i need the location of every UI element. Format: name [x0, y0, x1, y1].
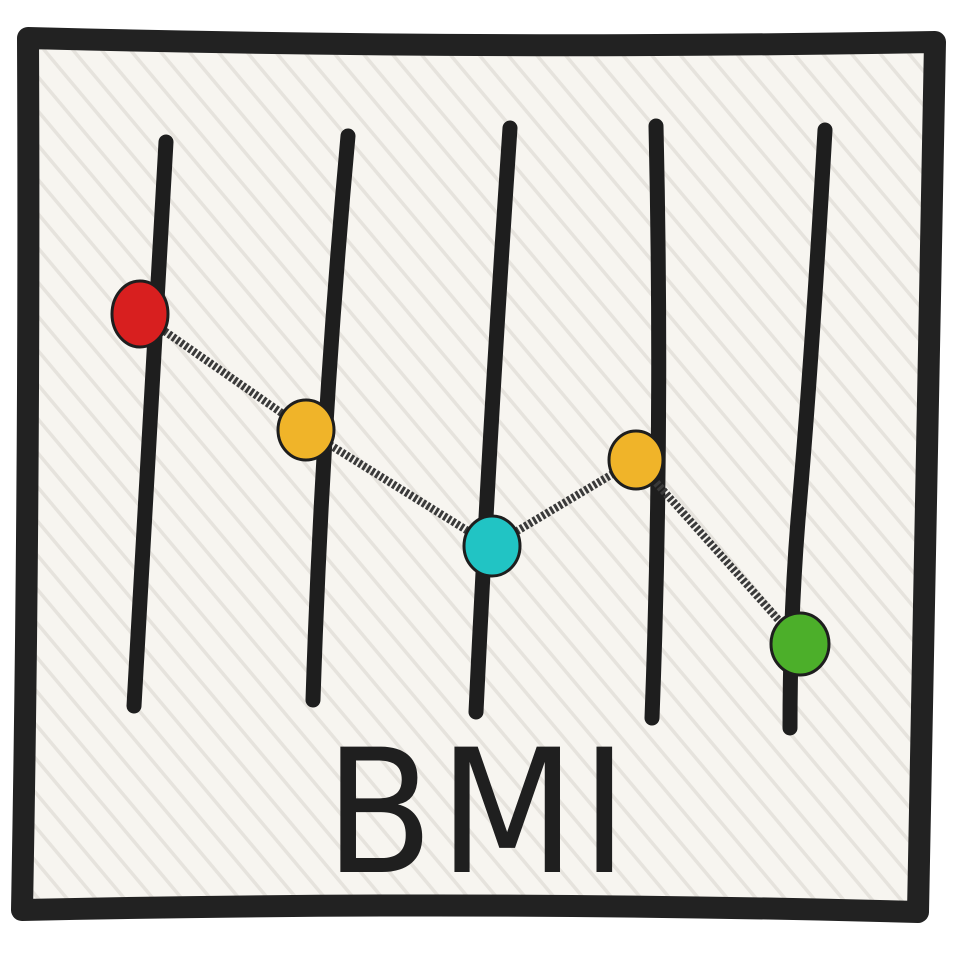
point-yellow-2: [607, 429, 665, 491]
frame-border: [11, 27, 946, 923]
axis-line-1: [126, 134, 174, 714]
point-red: [110, 279, 170, 349]
paper-background: [22, 38, 935, 912]
bmi-label: BMI: [324, 712, 634, 913]
data-points: [110, 279, 831, 677]
point-cyan: [462, 514, 522, 578]
point-green: [769, 611, 831, 677]
axis-line-4: [644, 118, 667, 726]
point-yellow-1: [276, 398, 336, 462]
axis-line-3: [468, 120, 518, 720]
